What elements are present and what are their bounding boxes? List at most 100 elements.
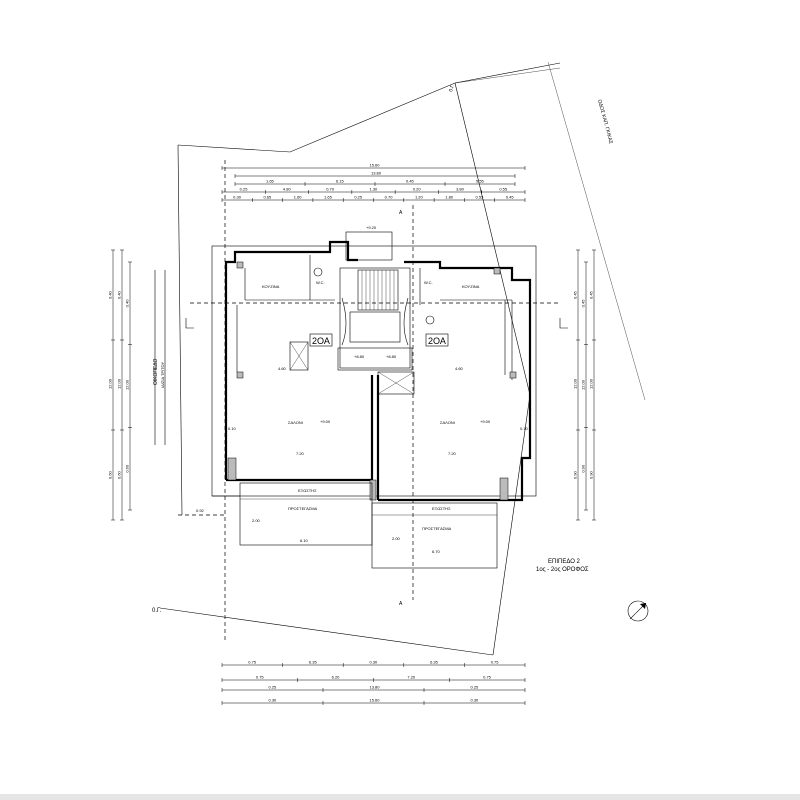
dim-label: 12.00 [117, 378, 122, 389]
north-arrow-icon [627, 600, 649, 622]
dim-label: 12.00 [573, 378, 578, 389]
balcony-w-right: 6.70 [432, 549, 441, 554]
dim-label: 0.60 [125, 464, 130, 473]
dim-label: 0.70 [385, 195, 394, 200]
section-line: A A [185, 205, 568, 607]
elevation-stair-right: +8.80 [386, 354, 397, 359]
depth-right: 2.00 [392, 536, 401, 541]
dim-label: 15.60 [370, 698, 381, 703]
dim-label: 0.90 [573, 470, 578, 479]
dim-label: 0.40 [117, 290, 122, 299]
elevation-left: +9.00 [320, 419, 331, 424]
roof-right-label: ΠΡΟΣΤΕΓΑΣΜΑ [422, 526, 452, 531]
dim-label: 0.75 [491, 660, 500, 665]
elevation-stair-left: +8.80 [354, 354, 365, 359]
dim-label: 0.30 [269, 698, 278, 703]
dim-label: 6.20 [332, 675, 341, 680]
building-walls [211, 231, 537, 502]
unit-labels: 2ΟΑ 2ΟΑ [309, 333, 449, 347]
dim-label: 0.55 [476, 195, 485, 200]
dim-label: 0.65 [263, 195, 272, 200]
dim-label: 0.45 [589, 290, 594, 299]
living-w-left: 7.20 [296, 451, 305, 456]
dim-label: 1.20 [415, 195, 424, 200]
dim-label: 0.75 [256, 675, 265, 680]
dim-label: 0.45 [573, 290, 578, 299]
dim-label: 1.60 [294, 195, 303, 200]
section-marker-bottom: A [399, 601, 403, 607]
elevation-right: +9.00 [480, 419, 491, 424]
plan-title: ΕΠΙΠΕΔΟ 2 1ος - 2ος ΟΡΟΦΟΣ [536, 559, 589, 573]
dim-label: 12.00 [589, 378, 594, 389]
dim-label: 0.25 [354, 195, 363, 200]
dim-label: 5.55 [476, 179, 485, 184]
dim-label: 12.00 [125, 379, 130, 390]
balcony-right-label: ΕΞΩΣΤΗΣ [432, 506, 451, 511]
dim-label: 0.25 [269, 685, 278, 690]
dim-label: 13.80 [371, 171, 382, 176]
unit-label-right: 2ΟΑ [428, 336, 446, 346]
wc-right-label: W.C. [424, 280, 433, 285]
dim-label: 0.30 [370, 660, 379, 665]
room-annotations: ΣΑΛΟΝΙ ΣΑΛΟΝΙ ΚΟΥΖΙΝΑ ΚΟΥΖΙΝΑ W.C. W.C. … [196, 225, 529, 554]
living-w-right: 7.20 [448, 451, 457, 456]
neighbor-label-line1: ΟΙΚΟΠΕΔΟ [153, 358, 159, 385]
dim-label: 0.40 [125, 299, 130, 308]
elevation-top: +9.20 [366, 225, 377, 230]
dim-label: 3.80 [456, 187, 465, 192]
kitchen-right-label: ΚΟΥΖΙΝΑ [462, 284, 480, 289]
dim-label: 0.70 [326, 187, 335, 192]
unit-label-left: 2ΟΑ [312, 336, 330, 346]
staircase [289, 267, 435, 395]
dim-label: 0.75 [483, 675, 492, 680]
dim-label: 12.00 [581, 379, 586, 390]
balconies [212, 482, 498, 569]
kitchen-left-label: ΚΟΥΖΙΝΑ [262, 284, 280, 289]
dim-label: 1.80 [445, 195, 454, 200]
dim-label: 0.55 [499, 187, 508, 192]
dim-label: 0.30 [471, 698, 480, 703]
living-right-label: ΣΑΛΟΝΙ [440, 420, 455, 425]
roof-left-label: ΠΡΟΣΤΕΓΑΣΜΑ [288, 506, 318, 511]
dim-label: 6.15 [336, 179, 345, 184]
dim-label: 0.45 [506, 195, 515, 200]
dim-label: 13.80 [370, 685, 381, 690]
neighbor-label-line2: ΙΔ/ΣΙΑ ΤΡΙΤΟΥ [160, 361, 165, 388]
dim-label: 0.75 [248, 660, 257, 665]
dim-label: 0.90 [581, 464, 586, 473]
dim-label: 1.30 [370, 187, 379, 192]
offset-left: 0.10 [228, 426, 237, 431]
dim-label: 0.60 [117, 470, 122, 479]
balcony-left-label: ΕΞΩΣΤΗΣ [298, 488, 317, 493]
dim-label: 15.60 [370, 163, 381, 168]
gap-dim: 0.92 [196, 508, 205, 513]
wc-left-label: W.C. [316, 280, 325, 285]
street-label: ΟΔΟΣ ΚΑΠ. ΓΚΙΚΑΣ [596, 99, 614, 145]
dim-label: 0.60 [108, 470, 113, 479]
neighbor-label: ΟΙΚΟΠΕΔΟ ΙΔ/ΣΙΑ ΤΡΙΤΟΥ [153, 270, 166, 445]
grade-mark-left: 0.Γ. [152, 608, 162, 614]
dim-label: 12.00 [108, 378, 113, 389]
section-marker-top: A [399, 210, 403, 216]
dim-label: 0.20 [413, 187, 422, 192]
living-h-left: 4.60 [278, 366, 287, 371]
level-title: ΕΠΙΠΕΔΟ 2 [548, 559, 581, 565]
balcony-w-left: 6.10 [300, 538, 309, 543]
dim-label: 1.65 [324, 195, 333, 200]
dim-label: 1.65 [266, 179, 275, 184]
dim-label: 0.45 [581, 299, 586, 308]
dim-label: 0.25 [240, 187, 249, 192]
dim-label: 7.20 [407, 675, 416, 680]
level-subtitle: 1ος - 2ος ΟΡΟΦΟΣ [536, 567, 589, 573]
dim-label: 0.45 [406, 179, 415, 184]
living-h-right: 4.60 [455, 366, 464, 371]
dim-label: 0.25 [471, 685, 480, 690]
living-left-label: ΣΑΛΟΝΙ [288, 420, 303, 425]
dim-label: 6.35 [309, 660, 318, 665]
offset-right: 0.10 [520, 426, 529, 431]
